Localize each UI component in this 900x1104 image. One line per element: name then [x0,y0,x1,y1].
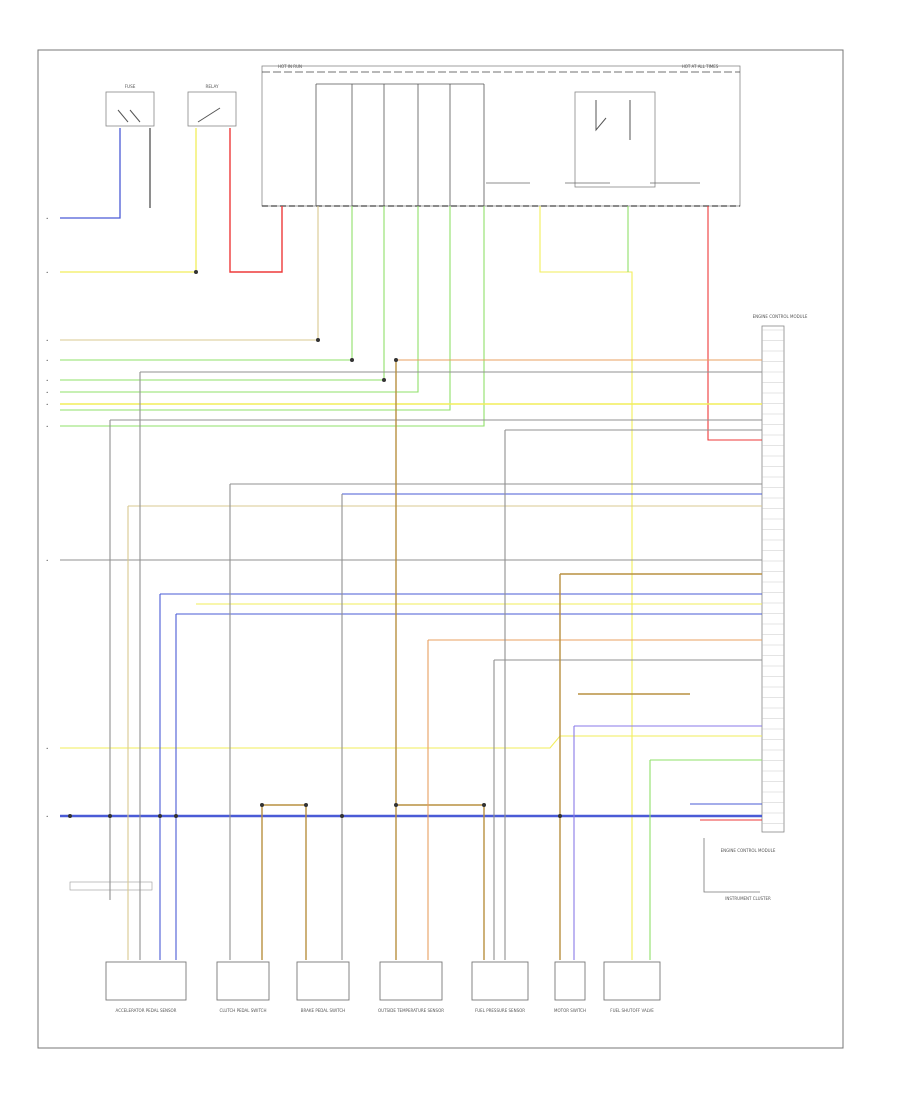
relay-switch [595,100,607,132]
ecm-connector-column [761,325,785,833]
junction-dot [304,803,308,807]
junction-dot [68,814,72,818]
circuit-marker: • [46,358,48,363]
diagram-frame [37,49,844,1049]
motor-switch-label: MOTOR SWITCH [554,1008,586,1013]
wire-green-1 [60,206,353,361]
junction-layer [68,270,562,818]
fuse-panel-right-label: HOT AT ALL TIMES [682,64,719,69]
wire-green-2 [60,206,385,381]
circuit-marker: • [46,558,48,563]
fuel-pressure-box [471,961,529,1001]
junction-dot [340,814,344,818]
circuit-marker: • [46,424,48,429]
circuit-marker: • [46,216,48,221]
wire-red-1 [229,128,283,273]
shutoff-valve-label: FUEL SHUTOFF VALVE [610,1008,654,1013]
brake-switch-box [296,961,350,1001]
fuse-row [315,83,485,206]
junction-dot [558,814,562,818]
wire-tan-1 [60,206,319,341]
label-layer: • • • • • • • • • • • FUSE RELAY HOT IN RUN HOT AT ALL… [46,64,808,1013]
circuit-marker: • [46,402,48,407]
pressure-sensor-label: OUTSIDE TEMPERATURE SENSOR [378,1008,444,1013]
ecm-pin-ticks [762,329,784,824]
wire-green-4 [60,206,451,411]
fuse-a-label: FUSE [125,84,136,89]
relay-a-label: RELAY [205,84,219,89]
wire-green-3 [60,206,419,393]
wire-yellow-5 [60,735,762,749]
relay-a-box [187,91,237,127]
junction-dot [316,338,320,342]
junction-dot [394,803,398,807]
junction-dot [194,270,198,274]
drop-brown-fuel [396,804,485,960]
ecm-block-label: ENGINE CONTROL MODULE [721,848,776,853]
relay-box [574,91,656,188]
junction-dot [158,814,162,818]
wire-layer [60,128,762,960]
module-right-label: ENGINE CONTROL MODULE [753,314,808,319]
clutch-switch-box [216,961,270,1001]
circuit-marker: • [46,378,48,383]
wire-yellow-2 [539,206,633,960]
junction-dot [394,358,398,362]
fuse-panel-label: HOT IN RUN [278,64,302,69]
junction-dot [482,803,486,807]
wire-yellow-1 [60,128,197,273]
accelerator-sensor-label: ACCELERATOR PEDAL SENSOR [116,1008,177,1013]
junction-dot [260,803,264,807]
shutoff-valve-box [603,961,661,1001]
wire-blue-1 [60,128,121,219]
circuit-marker: • [46,390,48,395]
circuit-marker: • [46,270,48,275]
wire-red-2 [707,206,762,441]
brake-switch-label: BRAKE PEDAL SWITCH [301,1008,345,1013]
junction-dot [382,378,386,382]
junction-dot [350,358,354,362]
circuit-marker: • [46,746,48,751]
fuel-pressure-label: FUEL PRESSURE SENSOR [475,1008,525,1013]
fuse-a-box [105,91,155,127]
wire-green-5 [60,206,485,427]
fuse-panel-box [261,65,741,207]
circuit-marker: • [46,814,48,819]
circuit-marker: • [46,338,48,343]
motor-switch-box [554,961,586,1001]
junction-dot [174,814,178,818]
drop-brown-brake [262,804,307,960]
clutch-switch-label: CLUTCH PEDAL SWITCH [220,1008,267,1013]
instrument-label: INSTRUMENT CLUSTER [725,896,771,901]
junction-dot [108,814,112,818]
pressure-sensor-box [379,961,443,1001]
accelerator-sensor-box [105,961,187,1001]
